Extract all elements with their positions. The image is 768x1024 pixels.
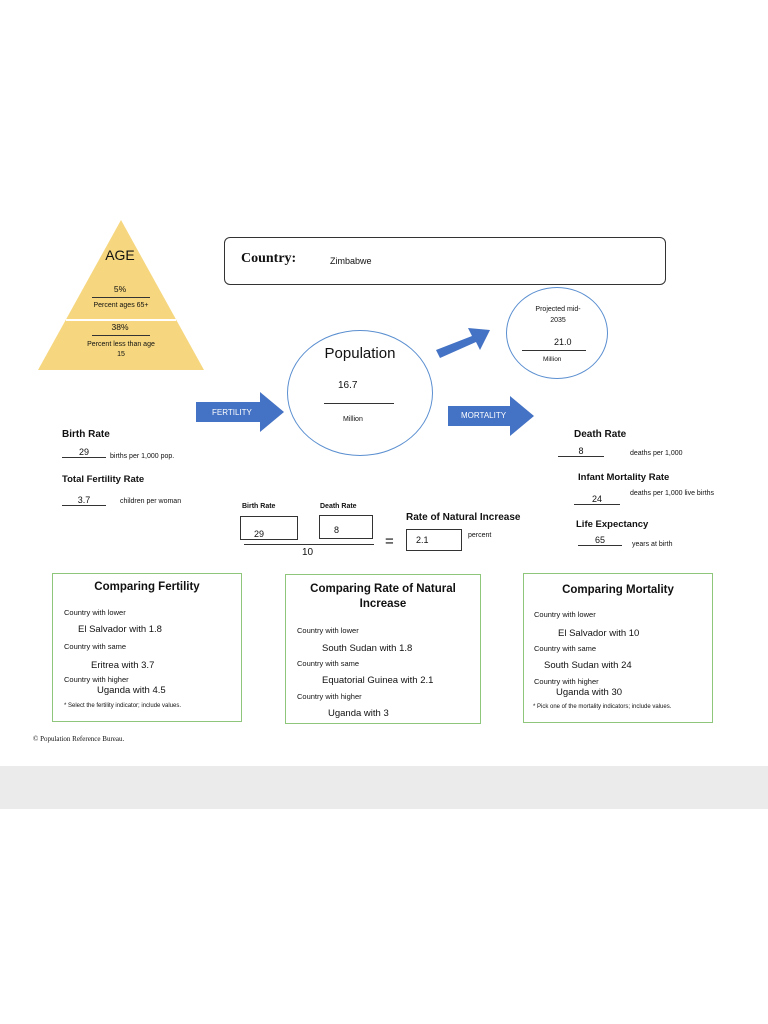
mortality-arrow-label: MORTALITY — [461, 411, 507, 420]
death-rate-unit: deaths per 1,000 — [630, 450, 683, 457]
rni-fraction-line — [244, 544, 374, 545]
tfr-label: Total Fertility Rate — [62, 474, 145, 485]
projected-unit: Million — [543, 356, 562, 363]
population-circle — [287, 330, 433, 456]
comparing-rni-panel: Comparing Rate of Natural Increase Count… — [285, 574, 481, 724]
rni-unit: percent — [468, 532, 492, 539]
population-value[interactable]: 16.7 — [338, 380, 358, 391]
le-unit: years at birth — [632, 541, 673, 548]
imr-unit: deaths per 1,000 live births — [630, 490, 715, 497]
age-65-value: 5% — [113, 284, 127, 294]
tfr-value[interactable]: 3.7 — [62, 495, 106, 506]
mortality-same-label: Country with same — [534, 644, 597, 653]
country-box — [224, 237, 666, 285]
age-title: AGE — [105, 247, 135, 263]
fertility-higher-value[interactable]: Uganda with 4.5 — [97, 685, 166, 696]
fertility-arrow-label: FERTILITY — [212, 408, 252, 417]
mortality-higher-label: Country with higher — [534, 677, 599, 686]
projected-value[interactable]: 21.0 — [554, 337, 572, 347]
mortality-same-value[interactable]: South Sudan with 24 — [544, 660, 632, 671]
country-value[interactable]: Zimbabwe — [330, 256, 372, 266]
comparing-fertility-panel: Comparing Fertility Country with lower E… — [52, 573, 242, 722]
age-15-underline — [92, 335, 150, 336]
rni-same-label: Country with same — [297, 659, 360, 668]
mortality-note: * Pick one of the mortality indicators; … — [533, 704, 672, 710]
rni-death-value: 8 — [334, 525, 340, 535]
projected-circle — [506, 287, 608, 379]
imr-value[interactable]: 24 — [574, 494, 620, 505]
rni-birth-value: 29 — [254, 529, 265, 539]
age-pyramid — [38, 220, 204, 370]
comparing-fertility-title: Comparing Fertility — [94, 581, 200, 593]
country-label: Country: — [241, 251, 297, 266]
fertility-lower-label: Country with lower — [64, 608, 126, 617]
tfr-unit: children per woman — [120, 498, 182, 505]
mortality-lower-label: Country with lower — [534, 610, 596, 619]
fertility-lower-value[interactable]: El Salvador with 1.8 — [78, 624, 162, 635]
rni-equals: = — [385, 533, 394, 550]
fertility-same-value[interactable]: Eritrea with 3.7 — [91, 660, 155, 671]
imr-label: Infant Mortality Rate — [578, 472, 670, 483]
rni-higher-value[interactable]: Uganda with 3 — [328, 708, 389, 719]
rni-higher-label: Country with higher — [297, 692, 362, 701]
age-65-underline — [92, 297, 150, 298]
rni-death-box[interactable] — [319, 515, 373, 539]
le-value[interactable]: 65 — [578, 535, 622, 546]
rni-result-box[interactable] — [406, 529, 462, 551]
birth-rate-unit: births per 1,000 pop. — [110, 453, 175, 460]
mortality-higher-value[interactable]: Uganda with 30 — [556, 687, 623, 698]
copyright-footer: © Population Reference Bureau. — [33, 735, 125, 743]
rni-birth-label: Birth Rate — [242, 503, 276, 510]
age-65-label: Percent ages 65+ — [93, 302, 149, 309]
projected-underline — [522, 350, 586, 351]
rni-title: Rate of Natural Increase — [406, 512, 521, 523]
mortality-arrow — [448, 396, 534, 436]
age-pyramid-shape — [38, 220, 204, 370]
population-underline — [324, 403, 394, 404]
birth-rate-value[interactable]: 29 — [62, 447, 106, 458]
population-title: Population — [324, 345, 396, 362]
fertility-note: * Select the fertility indicator; includ… — [64, 703, 182, 709]
le-label: Life Expectancy — [576, 519, 649, 530]
rni-lower-value[interactable]: South Sudan with 1.8 — [322, 643, 413, 654]
bottom-gray-bar — [0, 766, 768, 809]
rni-birth-box[interactable] — [240, 516, 298, 540]
rni-death-label: Death Rate — [320, 503, 357, 510]
arrow-to-projected — [436, 328, 490, 358]
death-rate-value[interactable]: 8 — [558, 446, 604, 457]
comparing-mortality-panel: Comparing Mortality Country with lower E… — [523, 573, 713, 723]
birth-rate-label: Birth Rate — [62, 429, 110, 440]
mortality-lower-value[interactable]: El Salvador with 10 — [558, 628, 640, 639]
rni-divisor: 10 — [302, 547, 314, 558]
comparing-mortality-title: Comparing Mortality — [562, 584, 674, 596]
fertility-same-label: Country with same — [64, 642, 127, 651]
comparing-rni-title: Comparing Rate of Natural Increase — [310, 583, 456, 610]
fertility-higher-label: Country with higher — [64, 675, 129, 684]
fertility-arrow — [196, 392, 284, 432]
death-rate-label: Death Rate — [574, 429, 627, 440]
population-unit: Million — [343, 416, 363, 423]
rni-result-value: 2.1 — [416, 535, 429, 545]
rni-lower-label: Country with lower — [297, 626, 359, 635]
age-15-label: Percent less than age 15 — [87, 341, 155, 358]
age-15-value: 38% — [111, 322, 129, 332]
rni-same-value[interactable]: Equatorial Guinea with 2.1 — [322, 675, 434, 686]
projected-title: Projected mid-2035 — [535, 306, 581, 324]
